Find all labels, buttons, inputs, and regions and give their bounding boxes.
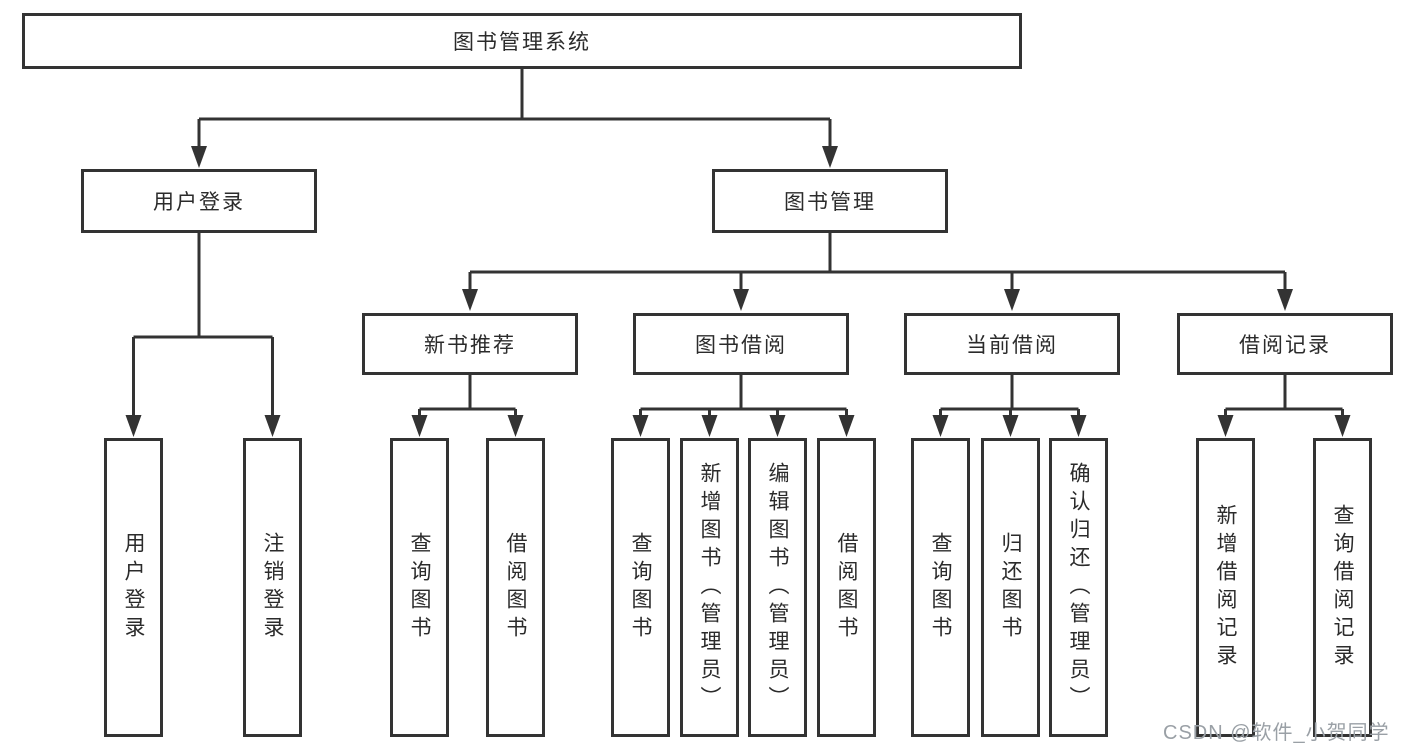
leaf-borrowing-borrow-books-label: 借阅图书 [835, 531, 858, 644]
leaf-current-confirm-return-admin: 确认归还（管理员） [1049, 438, 1108, 737]
leaf-records-add-borrow-record: 新增借阅记录 [1196, 438, 1255, 737]
branch-borrow-records-label: 借阅记录 [1239, 334, 1331, 357]
arrow-down-icon [701, 415, 718, 437]
branch-book-management-label: 图书管理 [784, 191, 876, 214]
arrow-down-icon [125, 415, 142, 437]
arrow-down-icon [191, 146, 207, 168]
leaf-current-return-books-label: 归还图书 [999, 531, 1022, 644]
leaf-records-query-borrow-record: 查询借阅记录 [1313, 438, 1372, 737]
branch-user-login: 用户登录 [81, 169, 317, 233]
leaf-user-login-label: 用户登录 [122, 531, 145, 644]
leaf-borrowing-borrow-books: 借阅图书 [817, 438, 876, 737]
arrow-down-icon [1217, 415, 1234, 437]
root-node-label: 图书管理系统 [453, 31, 591, 54]
leaf-borrowing-edit-books-admin: 编辑图书（管理员） [748, 438, 807, 737]
edges-borrow-records [1217, 375, 1351, 437]
arrow-down-icon [769, 415, 786, 437]
edges-root-to-level2 [191, 69, 838, 168]
branch-new-book-recommend-label: 新书推荐 [424, 334, 516, 357]
branch-book-borrowing-label: 图书借阅 [695, 334, 787, 357]
arrow-down-icon [507, 415, 524, 437]
edges-login-to-leaves [125, 233, 281, 437]
csdn-watermark: CSDN @软件_小贺同学 [1163, 722, 1390, 744]
leaf-recommend-borrow-books-label: 借阅图书 [504, 531, 527, 644]
arrow-down-icon [632, 415, 649, 437]
leaf-logout: 注销登录 [243, 438, 302, 737]
leaf-user-login: 用户登录 [104, 438, 163, 737]
branch-user-login-label: 用户登录 [153, 191, 245, 214]
arrow-down-icon [1277, 289, 1293, 311]
branch-new-book-recommend: 新书推荐 [362, 313, 578, 375]
arrow-down-icon [838, 415, 855, 437]
leaf-logout-label: 注销登录 [261, 531, 284, 644]
arrow-down-icon [1334, 415, 1351, 437]
leaf-records-query-borrow-record-label: 查询借阅记录 [1331, 503, 1354, 672]
leaf-current-confirm-return-admin-label: 确认归还（管理员） [1067, 461, 1090, 714]
branch-book-management: 图书管理 [712, 169, 948, 233]
arrow-down-icon [1070, 415, 1087, 437]
leaf-borrowing-add-books-admin: 新增图书（管理员） [680, 438, 739, 737]
leaf-recommend-query-books-label: 查询图书 [408, 531, 431, 644]
root-node-system-title: 图书管理系统 [22, 13, 1022, 69]
leaf-current-query-books: 查询图书 [911, 438, 970, 737]
edges-management-to-level3 [462, 233, 1293, 311]
leaf-records-add-borrow-record-label: 新增借阅记录 [1214, 503, 1237, 672]
leaf-current-query-books-label: 查询图书 [929, 531, 952, 644]
arrow-down-icon [1004, 289, 1020, 311]
branch-borrow-records: 借阅记录 [1177, 313, 1393, 375]
branch-current-borrowing: 当前借阅 [904, 313, 1120, 375]
branch-book-borrowing: 图书借阅 [633, 313, 849, 375]
leaf-borrowing-add-books-admin-label: 新增图书（管理员） [698, 461, 721, 714]
arrow-down-icon [411, 415, 428, 437]
edges-book-borrowing [632, 375, 855, 437]
leaf-borrowing-query-books: 查询图书 [611, 438, 670, 737]
arrow-down-icon [264, 415, 281, 437]
arrow-down-icon [462, 289, 478, 311]
leaf-current-return-books: 归还图书 [981, 438, 1040, 737]
arrow-down-icon [733, 289, 749, 311]
leaf-borrowing-query-books-label: 查询图书 [629, 531, 652, 644]
leaf-recommend-borrow-books: 借阅图书 [486, 438, 545, 737]
arrow-down-icon [822, 146, 838, 168]
leaf-recommend-query-books: 查询图书 [390, 438, 449, 737]
branch-current-borrowing-label: 当前借阅 [966, 334, 1058, 357]
leaf-borrowing-edit-books-admin-label: 编辑图书（管理员） [766, 461, 789, 714]
arrow-down-icon [1002, 415, 1019, 437]
arrow-down-icon [932, 415, 949, 437]
edges-new-book-recommend [411, 375, 524, 437]
edges-current-borrowing [932, 375, 1087, 437]
